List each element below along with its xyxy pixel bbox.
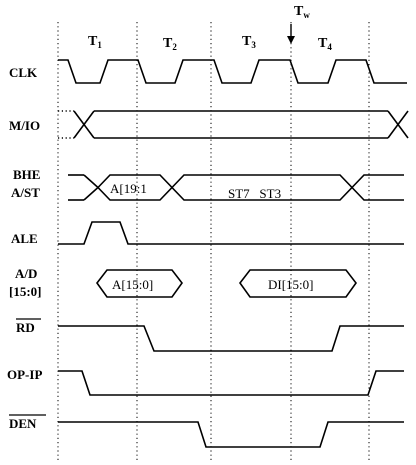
period-t2: T2 (163, 36, 177, 52)
signal-labels: CLK M/IO BHE A/ST ALE A/D [15:0] RD OP-I… (7, 65, 46, 431)
ad-waveform: A[15:0] DI[15:0] (96, 269, 357, 298)
label-ale: ALE (11, 231, 38, 246)
den-waveform (58, 421, 404, 448)
label-ad: A/D (15, 266, 37, 281)
label-mio: M/IO (9, 118, 40, 133)
period-tw: Tw (294, 4, 310, 20)
bhe-status-text: ST7 ST3 (228, 186, 281, 201)
mio-waveform (58, 110, 409, 139)
label-bhe: BHE (13, 167, 40, 182)
label-clk: CLK (9, 65, 38, 80)
ale-waveform (58, 221, 404, 245)
rd-waveform (58, 325, 404, 352)
opip-waveform (58, 370, 404, 396)
bhe-ast-waveform: A[19:1 ST7 ST3 (68, 174, 404, 201)
period-labels: T1 T2 T3 Tw T4 (88, 4, 332, 52)
ad-data-text: DI[15:0] (268, 277, 314, 292)
period-t4: T4 (318, 36, 332, 52)
label-den: DEN (9, 416, 37, 431)
bhe-address-text: A[19:1 (110, 181, 147, 196)
period-t3: T3 (242, 34, 256, 50)
ad-address-text: A[15:0] (112, 277, 153, 292)
period-t1: T1 (88, 34, 102, 50)
ad-address-box (96, 269, 183, 298)
wait-state-arrow-icon (287, 24, 295, 44)
clk-waveform (58, 59, 407, 84)
label-opip: OP-IP (7, 367, 42, 382)
label-rd: RD (16, 320, 35, 335)
label-ad-range: [15:0] (9, 284, 42, 299)
label-ast: A/ST (11, 185, 40, 200)
cycle-boundaries (57, 22, 370, 462)
ad-data-box (239, 269, 357, 298)
